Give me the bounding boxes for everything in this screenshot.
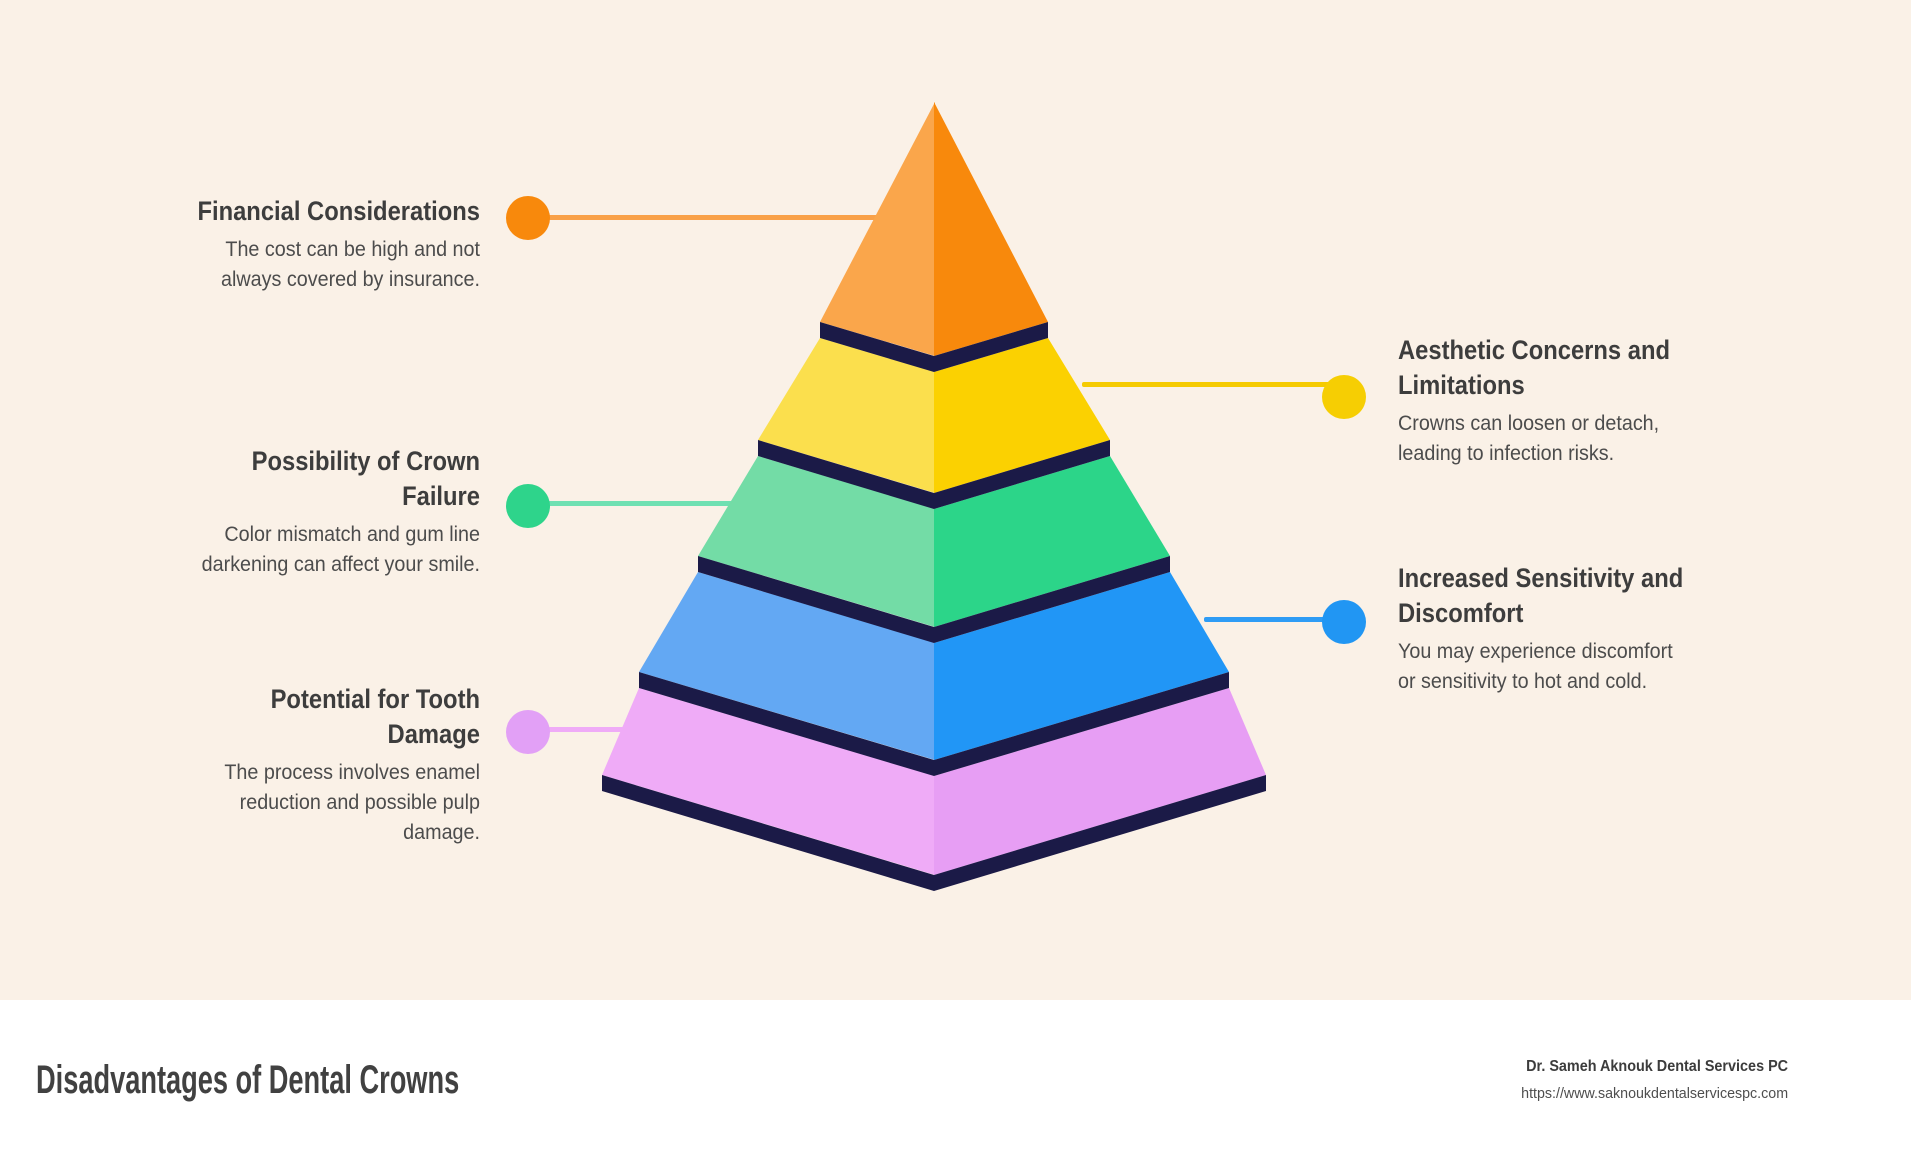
pyramid-level-3-left-face [698,456,935,627]
pyramid-separator-band [758,440,1110,509]
footer-credits: Dr. Sameh Aknouk Dental Services PC http… [1497,1000,1788,1160]
callout-financial-considerations: Financial Considerations The cost can be… [50,194,480,295]
callout-dot-aesthetic [1322,375,1366,419]
pyramid-level-1-left-face [820,102,935,356]
pyramid-level-3-right-face [934,456,1170,627]
pyramid-level-4-left-face [639,572,935,760]
pyramid-level-1-right-face [934,102,1048,356]
pyramid-level-2-left-face [758,338,935,493]
pyramid-level-5-left-face [602,688,935,875]
pyramid-level-2-right-face [934,338,1110,493]
callout-dot-failure [506,484,550,528]
connector-line [548,727,630,732]
connector-line [548,501,740,506]
pyramid-separator-band [820,322,1048,372]
website-url: https://www.saknoukdentalservicespc.com [1521,1085,1788,1102]
callout-dot-sensitivity [1322,600,1366,644]
connector-line [548,215,880,220]
pyramid-level-5-right-face [934,688,1266,875]
callout-heading: Financial Considerations [197,196,480,226]
organization-name: Dr. Sameh Aknouk Dental Services PC [1526,1058,1788,1075]
footer-bar: Disadvantages of Dental Crowns Dr. Sameh… [0,1000,1911,1160]
callout-dot-financial [506,196,550,240]
pyramid-separator-band [698,556,1170,643]
callout-dot-damage [506,710,550,754]
connector-line [1204,617,1330,622]
pyramid-level-4-right-face [934,572,1229,760]
page-title: Disadvantages of Dental Crowns [36,1057,460,1102]
connector-line [1082,382,1330,387]
callout-body: Crowns can loosen or detach,leading to i… [1398,412,1660,465]
